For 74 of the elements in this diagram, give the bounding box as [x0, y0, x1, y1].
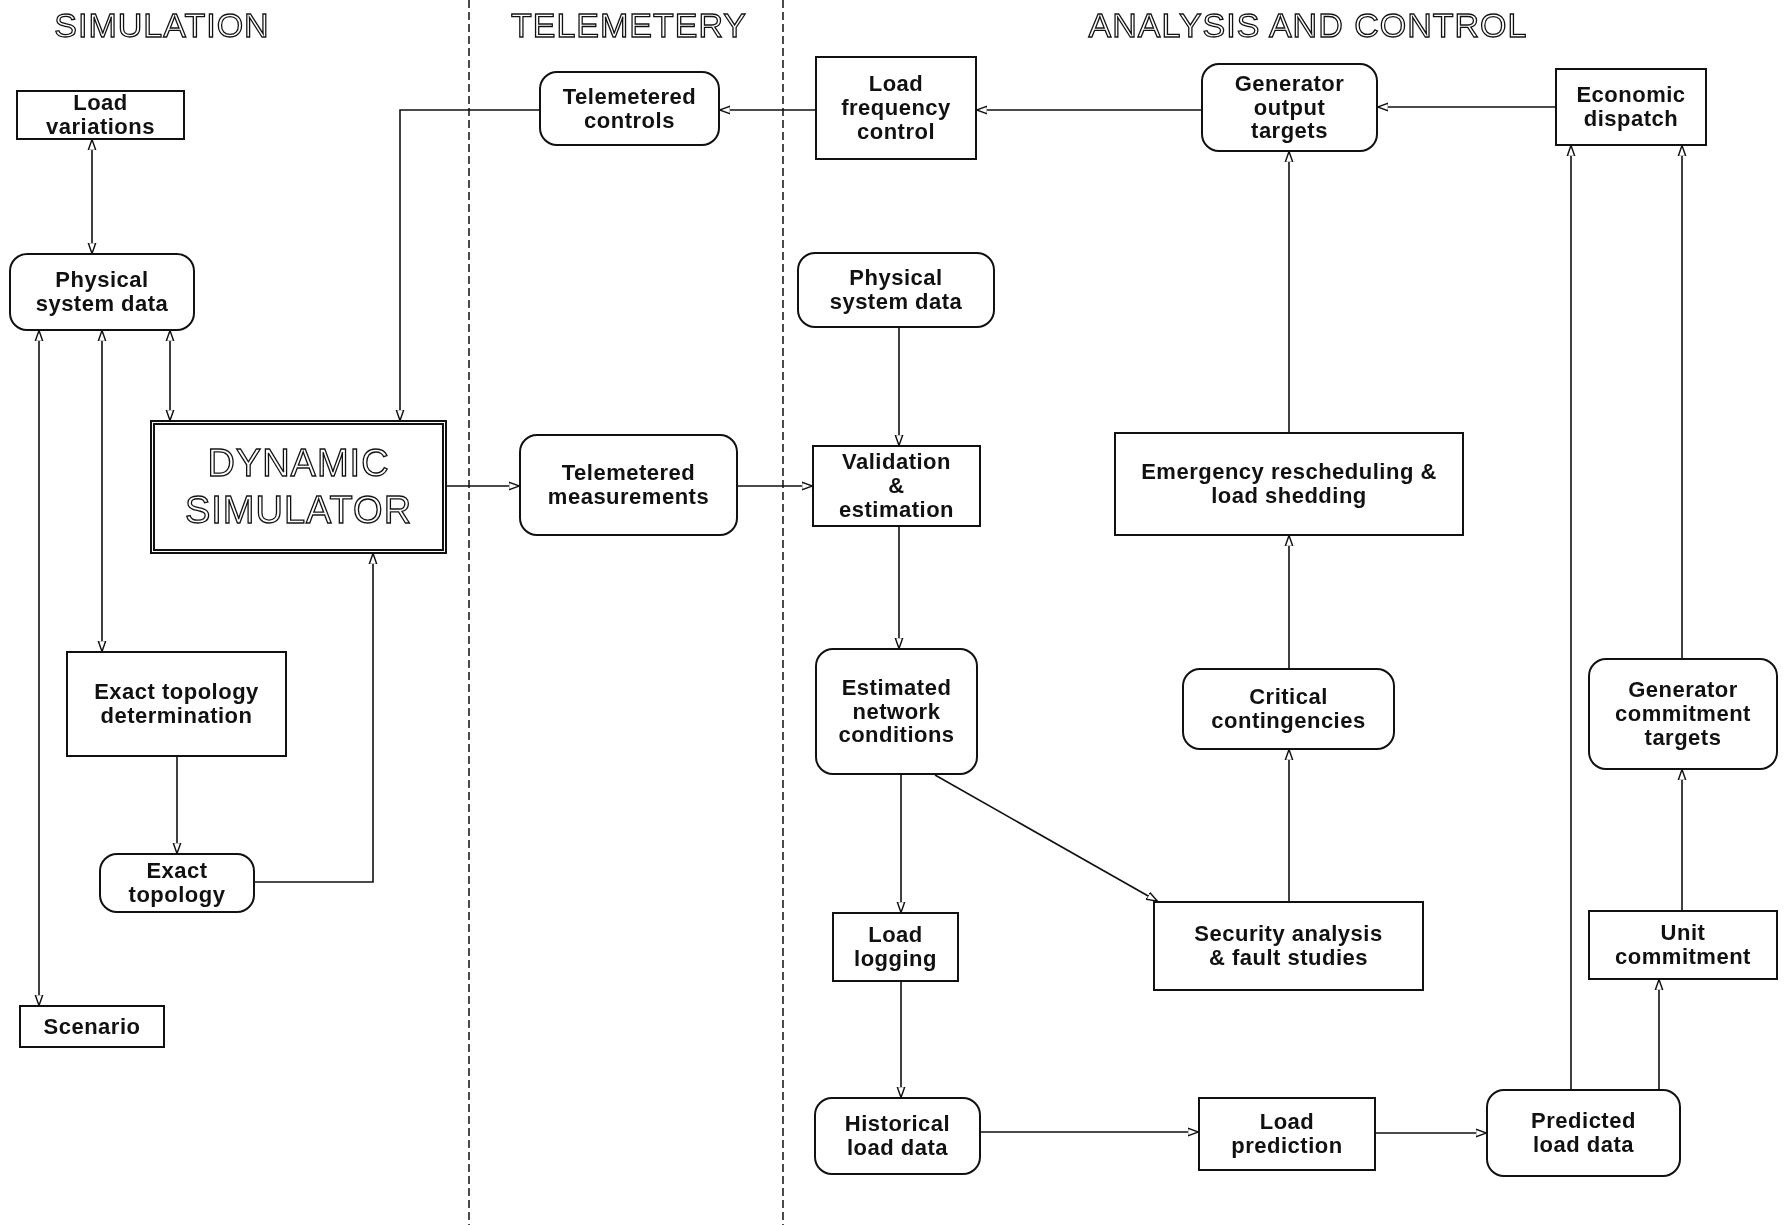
process-box	[19, 1005, 165, 1048]
node-label: Generator output targets	[1233, 71, 1346, 144]
arrow	[896, 774, 906, 914]
arrow	[894, 327, 904, 447]
process-box	[1198, 1097, 1376, 1171]
arrow	[34, 329, 44, 1007]
node-label: Economic dispatch	[1575, 83, 1687, 131]
arrow	[87, 138, 97, 255]
arrow	[1376, 102, 1556, 112]
data-box	[9, 253, 195, 331]
arrow	[165, 329, 175, 422]
section-heading: TELEMETERY	[510, 6, 748, 45]
section-heading: SIMULATION	[54, 6, 270, 45]
process-box	[1555, 68, 1707, 146]
node-label: Load prediction	[1230, 1110, 1344, 1158]
data-box	[539, 71, 720, 146]
node-label: Telemetered controls	[561, 84, 698, 133]
node-label: Security analysis & fault studies	[1193, 922, 1384, 970]
node-label: Exact topology	[127, 859, 227, 907]
node-label: Scenario	[43, 1014, 141, 1039]
process-box	[1588, 910, 1778, 980]
arrow	[254, 552, 378, 883]
simulator-box	[150, 420, 447, 554]
data-box	[815, 648, 978, 775]
data-box	[814, 1097, 981, 1175]
node-label: Telemetered measurements	[546, 461, 711, 509]
data-box	[1182, 668, 1395, 750]
node-label: Load frequency control	[840, 72, 952, 144]
arrow	[1677, 144, 1687, 659]
node-label: Historical load data	[843, 1112, 952, 1160]
arrow	[1566, 144, 1576, 1090]
process-box	[1114, 432, 1464, 536]
data-box	[1201, 63, 1378, 152]
arrow	[1375, 1128, 1488, 1138]
arrow	[172, 756, 182, 855]
node-label: Critical contingencies	[1210, 685, 1367, 733]
data-box	[1588, 658, 1778, 770]
arrow	[1284, 534, 1294, 669]
arrow	[894, 526, 904, 650]
node-label: Load variations	[45, 91, 156, 139]
node-label: Physical system data	[828, 266, 964, 314]
arrow	[446, 481, 521, 491]
process-box	[1153, 901, 1424, 991]
node-label: Validation & estimation	[838, 450, 955, 522]
node-label: Generator commitment targets	[1614, 678, 1752, 750]
arrow	[1677, 768, 1687, 911]
data-box	[519, 434, 738, 536]
arrow	[395, 109, 540, 422]
node-label: Estimated network conditions	[837, 675, 956, 748]
data-box	[1486, 1089, 1681, 1177]
node-label: Emergency rescheduling & load shedding	[1140, 460, 1438, 508]
data-box	[99, 853, 255, 913]
process-box	[66, 651, 287, 757]
arrow	[934, 774, 1159, 902]
arrow	[97, 329, 107, 653]
arrow	[980, 1127, 1200, 1137]
arrow	[737, 481, 814, 491]
arrow	[1284, 748, 1294, 902]
node-label: Physical system data	[34, 268, 170, 316]
data-box	[797, 252, 995, 328]
arrow	[718, 105, 816, 115]
process-box	[832, 912, 959, 982]
arrow	[896, 981, 906, 1099]
node-label: DYNAMIC SIMULATOR	[183, 440, 414, 533]
node-label: Predicted load data	[1530, 1109, 1637, 1157]
node-label: Unit commitment	[1614, 921, 1752, 969]
node-label: Exact topology determination	[93, 680, 260, 728]
arrow	[1654, 978, 1664, 1090]
process-box	[815, 56, 977, 160]
arrow	[1284, 150, 1294, 433]
process-box	[812, 445, 981, 527]
section-heading: ANALYSIS AND CONTROL	[1088, 6, 1528, 45]
node-label: Load logging	[853, 923, 938, 971]
process-box	[16, 90, 185, 140]
